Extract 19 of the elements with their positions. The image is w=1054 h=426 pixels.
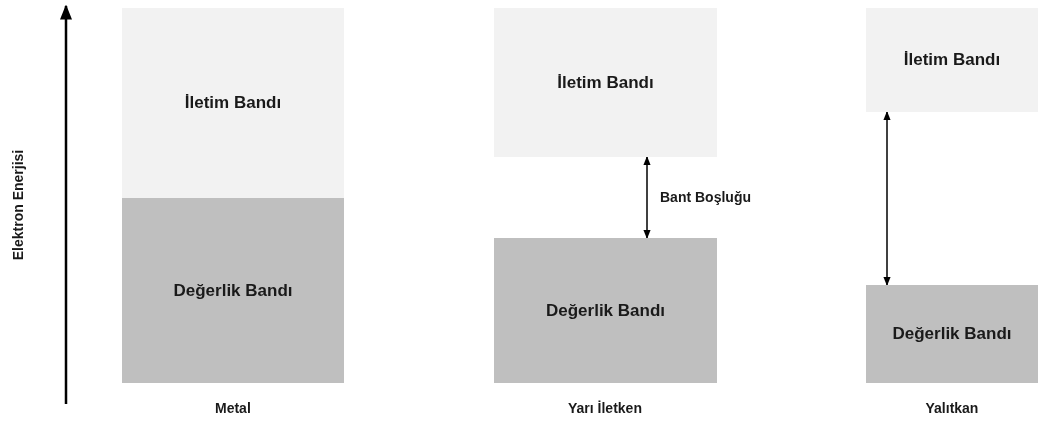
band-label: İletim Bandı (903, 50, 1001, 70)
band-label: Değerlik Bandı (173, 280, 293, 301)
valence-band (122, 198, 344, 383)
edge-label: Bant Boşluğu (660, 188, 751, 205)
conduction-band (122, 8, 344, 198)
valence-band (866, 285, 1038, 383)
axis-label: Elektron Enerjisi (10, 149, 27, 261)
band-label: İletim Bandı (184, 93, 282, 113)
conduction-band (494, 8, 717, 157)
column-caption: Yarı İletken (568, 400, 642, 416)
valence-band (494, 238, 717, 383)
gap-arrow (883, 111, 891, 286)
conduction-band (866, 8, 1038, 112)
band-label: İletim Bandı (557, 72, 654, 93)
column-caption: Metal (215, 400, 251, 416)
band-label: Değerlik Bandı (892, 324, 1012, 344)
gap-arrow (643, 156, 651, 239)
column-caption: Yalıtkan (925, 400, 979, 416)
band-label: Değerlik Bandı (545, 300, 665, 321)
